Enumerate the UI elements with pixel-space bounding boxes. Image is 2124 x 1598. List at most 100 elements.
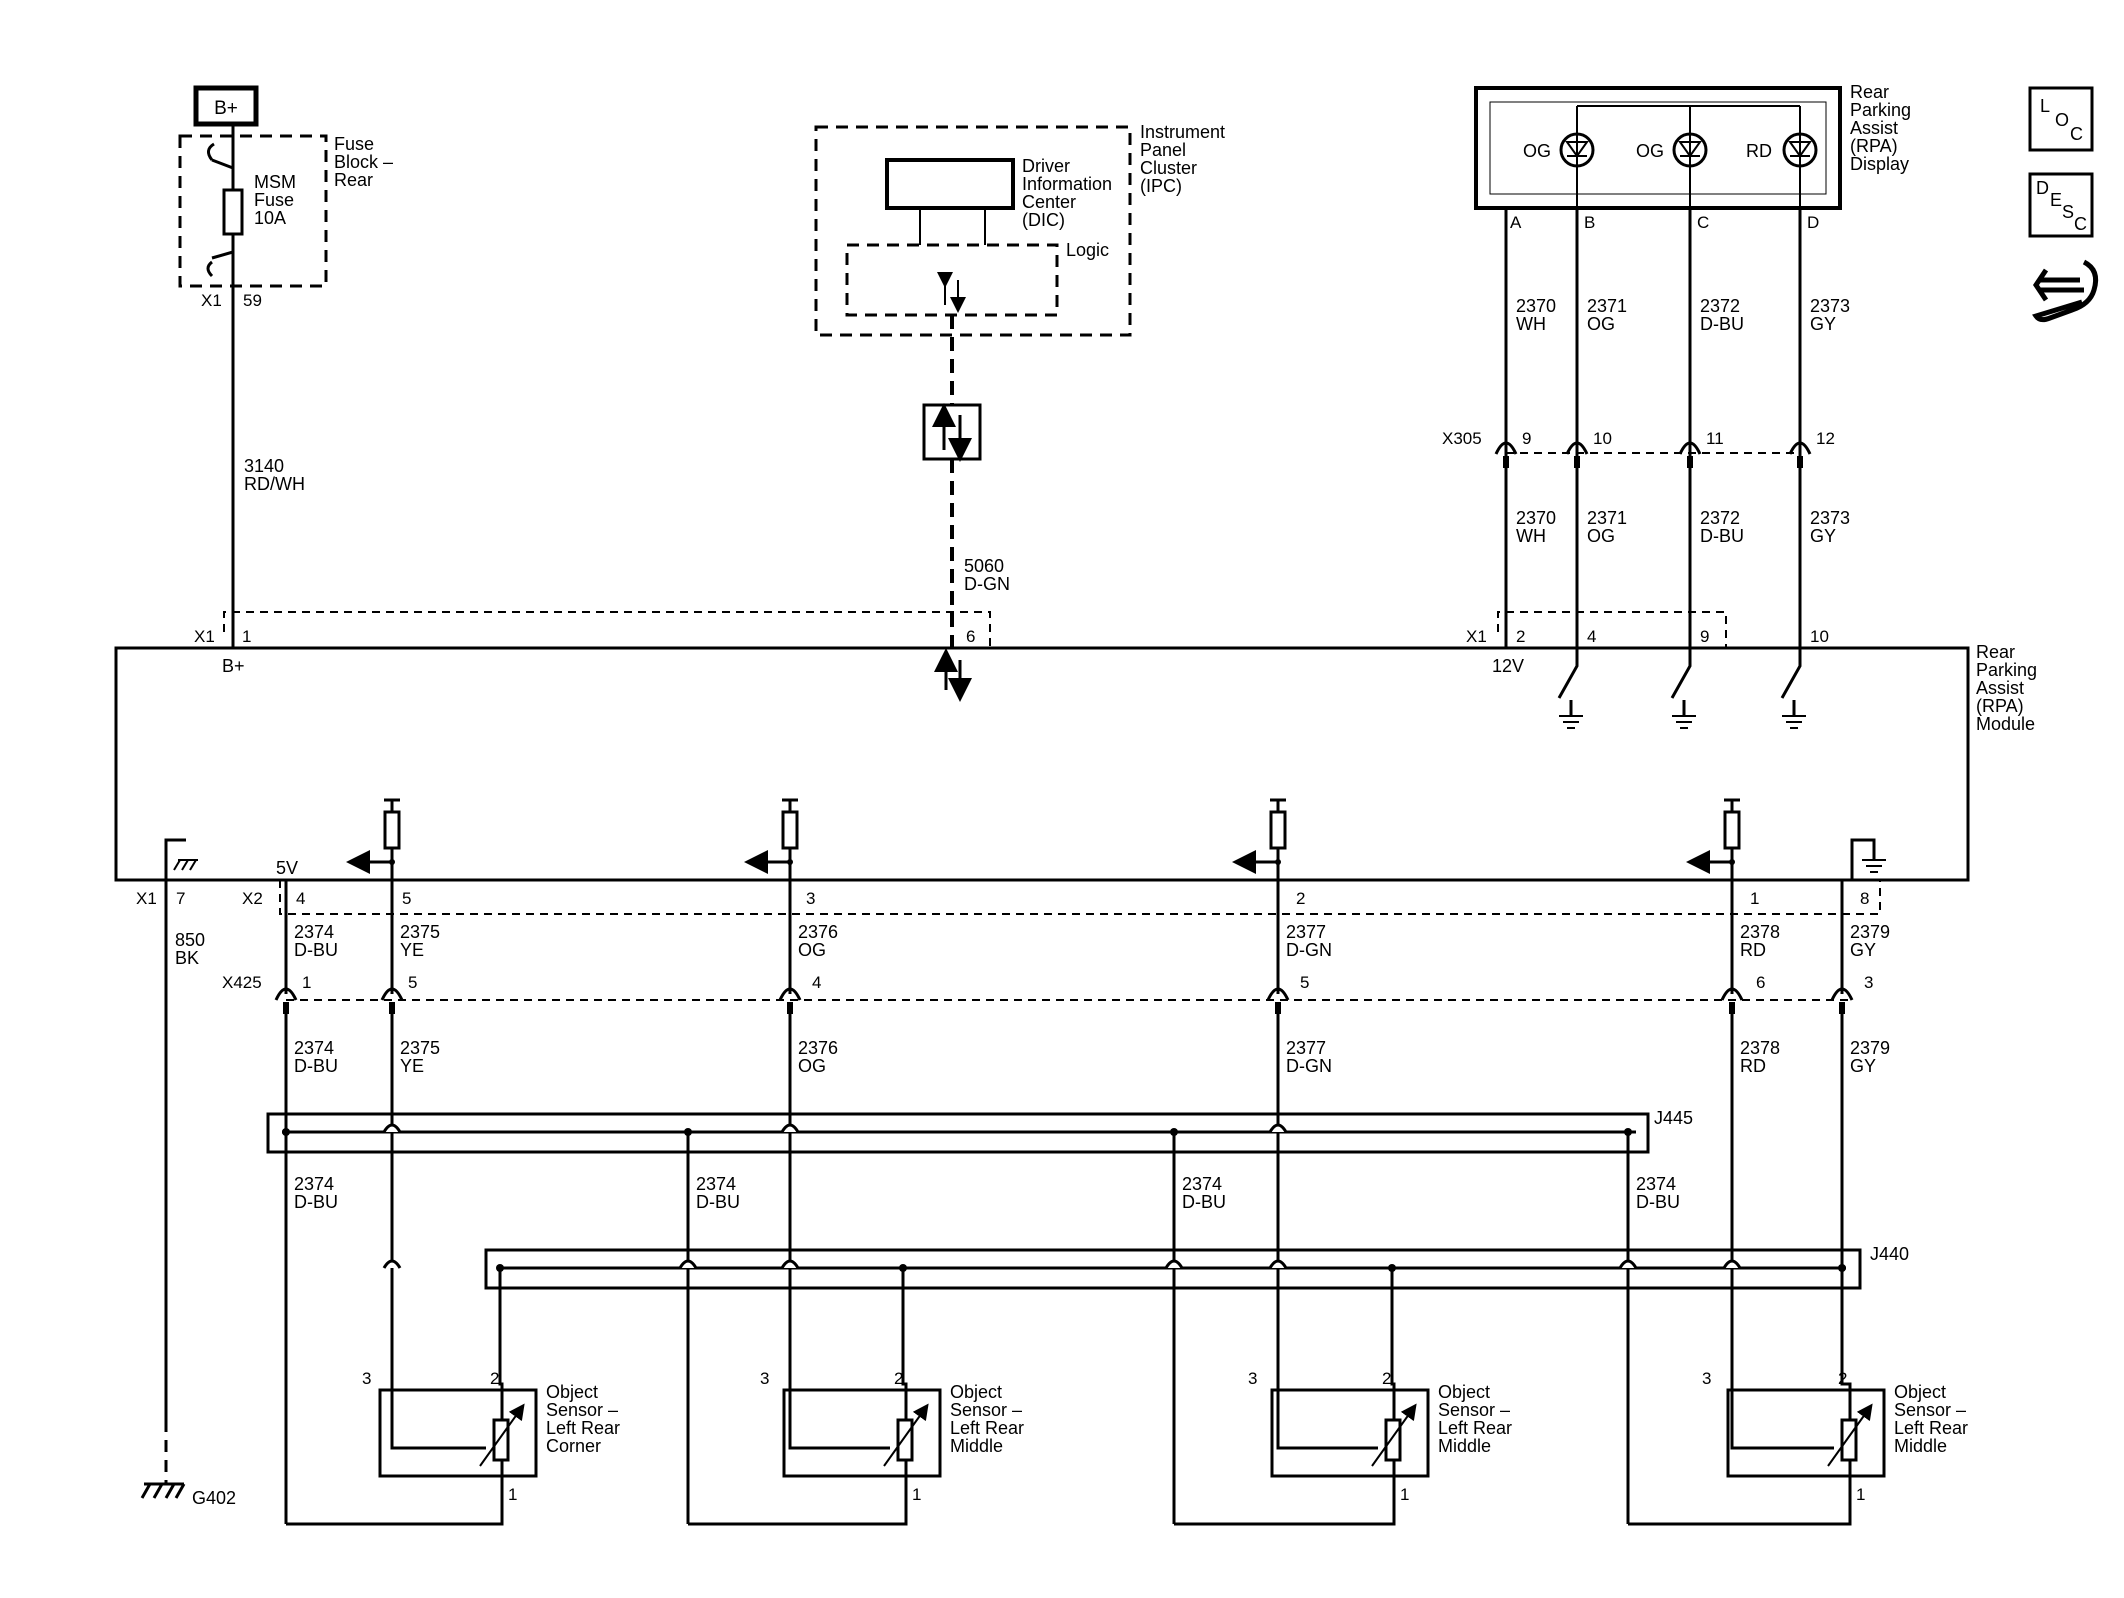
j440-hop-branch-2 xyxy=(1164,1259,1184,1269)
ground-g402-symbol xyxy=(140,1482,186,1499)
x2-wire-circuit-2374: 2374 xyxy=(294,922,334,942)
fuse-block-pin: 59 xyxy=(243,291,262,310)
x2-wire-color-2378: RD xyxy=(1740,940,1766,960)
fuse-label-1: MSM xyxy=(254,172,296,192)
x425-cup-4 xyxy=(1720,987,1744,1014)
sensor-variable-arrow-3 xyxy=(1827,1403,1873,1467)
module-title-2: Parking xyxy=(1976,660,2037,680)
wire-850-color: BK xyxy=(175,948,199,968)
x2-wire-circuit-2377: 2377 xyxy=(1286,922,1326,942)
x425-wire-circuit-2376: 2376 xyxy=(798,1038,838,1058)
j445-hop-2 xyxy=(1268,1123,1288,1133)
module-x1-pin-4: 4 xyxy=(1587,627,1596,646)
x305-cup-3 xyxy=(1788,441,1812,468)
j445-hop-0 xyxy=(382,1123,402,1133)
sensor-driver-1 xyxy=(744,798,799,880)
lower-top-wire-circuit-2371: 2371 xyxy=(1587,508,1627,528)
svg-text:C: C xyxy=(2074,214,2087,234)
sensor-signal-3 xyxy=(1730,1360,1834,1450)
branch-circuit-2: 2374 xyxy=(1182,1174,1222,1194)
fuse-block: B+ MSM Fuse 10A Fuse Block – Rear X1 59 xyxy=(178,85,393,310)
wire-850: G402 850 BK xyxy=(140,880,236,1508)
wire-850-circuit: 850 xyxy=(175,930,205,950)
loc-indicator[interactable]: L O C xyxy=(2028,86,2094,152)
j440-hop-sig-ye xyxy=(382,1259,402,1269)
fuse-block-title-3: Rear xyxy=(334,170,373,190)
lower-top-wire-color-2371: OG xyxy=(1587,526,1615,546)
bplus-supply-label: B+ xyxy=(214,98,238,119)
j440-hop-sig-2 xyxy=(1722,1259,1742,1269)
top-wire-color-2371: OG xyxy=(1587,314,1615,334)
x425-wire-color-2379: GY xyxy=(1850,1056,1876,1076)
x2-wire-circuit-2375: 2375 xyxy=(400,922,440,942)
branch-circuit-0: 2374 xyxy=(294,1174,334,1194)
x425-wire-color-2376: OG xyxy=(798,1056,826,1076)
x425-wire-circuit-2379: 2379 xyxy=(1850,1038,1890,1058)
ground-g402-label: G402 xyxy=(192,1488,236,1508)
lower-top-wire-circuit-2370: 2370 xyxy=(1516,508,1556,528)
sensor-box-2 xyxy=(1270,1388,1430,1478)
svg-text:E: E xyxy=(2050,190,2062,210)
j440-hop-branch-1 xyxy=(678,1259,698,1269)
repair-icon[interactable] xyxy=(2032,259,2099,323)
serial-data-symbol xyxy=(922,403,982,461)
x2-wire-color-2374: D-BU xyxy=(294,940,338,960)
x425-cup-1 xyxy=(380,987,404,1014)
display-switch-2 xyxy=(1780,648,1806,729)
x425-wire-circuit-2375: 2375 xyxy=(400,1038,440,1058)
x305-pin-12: 12 xyxy=(1816,429,1835,448)
module-x1-left: X1 xyxy=(194,627,215,646)
branch-circuit-3: 2374 xyxy=(1636,1174,1676,1194)
x305-label: X305 xyxy=(1442,429,1482,448)
x305-pin-9: 9 xyxy=(1522,429,1531,448)
branch-color-1: D-BU xyxy=(696,1192,740,1212)
x425-pin-5b: 5 xyxy=(1300,973,1309,992)
dic-label-3: Center xyxy=(1022,192,1076,212)
sensor-name-2-0: Object xyxy=(1438,1382,1490,1402)
sensor-pin2-line-0 xyxy=(498,1268,504,1420)
sensor-pin1-line-1 xyxy=(688,1460,908,1526)
x425-pin-4: 4 xyxy=(812,973,821,992)
x305-pin-11: 11 xyxy=(1706,429,1724,448)
desc-indicator[interactable]: D E S C xyxy=(2028,172,2094,238)
top-wire-color-2373: GY xyxy=(1810,314,1836,334)
module-title-3: Assist xyxy=(1976,678,2024,698)
lower-top-wire-circuit-2372: 2372 xyxy=(1700,508,1740,528)
display-pin-b: B xyxy=(1584,213,1595,232)
module-x2-pin-5: 5 xyxy=(402,889,411,908)
ipc-title-2: Panel xyxy=(1140,140,1186,160)
sensor-resistor-1 xyxy=(896,1418,914,1462)
sensor-pin1-label-0: 1 xyxy=(508,1485,517,1504)
module-5v: 5V xyxy=(276,858,298,878)
logic-box xyxy=(845,243,1059,317)
module-x1-right: X1 xyxy=(1466,627,1487,646)
x425-cup-2 xyxy=(778,987,802,1014)
sensor-name-3-3: Middle xyxy=(1894,1436,1947,1456)
module-x1-ground-pin: 7 xyxy=(176,889,185,908)
x425-connector: X425 1 5 4 5 6 3 xyxy=(222,973,1873,1014)
sensor-variable-arrow-0 xyxy=(479,1403,525,1467)
sensor-pin2-label-1: 2 xyxy=(894,1369,903,1388)
x305-pin-10: 10 xyxy=(1593,429,1612,448)
x425-pin-5a: 5 xyxy=(408,973,417,992)
x2-wire-circuit-2378: 2378 xyxy=(1740,922,1780,942)
display-title-4: (RPA) xyxy=(1850,136,1898,156)
module-x2: X2 xyxy=(242,889,263,908)
rpa-module: X1 1 B+ 6 X1 2 4 9 10 12V Rear Parking A… xyxy=(114,611,2037,915)
top-wire-circuit-2372: 2372 xyxy=(1700,296,1740,316)
sensor-name-2-2: Left Rear xyxy=(1438,1418,1512,1438)
x425-wire-circuit-2377: 2377 xyxy=(1286,1038,1326,1058)
x425-wire-color-2378: RD xyxy=(1740,1056,1766,1076)
sensor-pin3-label-1: 3 xyxy=(760,1369,769,1388)
splice-j445: J445 xyxy=(266,1108,1693,1154)
display-switch-0 xyxy=(1557,648,1583,729)
sensor-pin2-line-3 xyxy=(1840,1268,1852,1420)
display-title-5: Display xyxy=(1850,154,1909,174)
ipc-title-1: Instrument xyxy=(1140,122,1225,142)
module-title-5: Module xyxy=(1976,714,2035,734)
fuse-label-3: 10A xyxy=(254,208,286,228)
led-og-1: OG xyxy=(1523,106,1595,208)
